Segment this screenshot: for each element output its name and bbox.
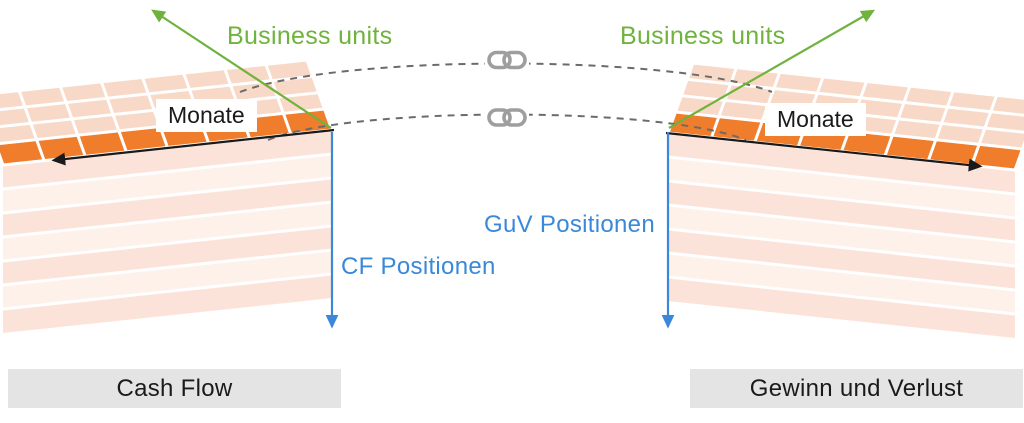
cash-flow-caption: Cash Flow <box>8 369 341 408</box>
monate-connector <box>267 113 747 141</box>
monate-axis-left <box>51 128 335 166</box>
guv-positionen-label: GuV Positionen <box>484 211 655 238</box>
business-units-connector <box>239 62 773 93</box>
chain-link-icon-bottom <box>485 106 529 128</box>
business-units-label-right: Business units <box>620 22 786 50</box>
business-units-axis-left <box>151 9 332 129</box>
business-units-label-left: Business units <box>227 22 393 50</box>
cf-positionen-label: CF Positionen <box>341 253 496 280</box>
business-units-axis-right <box>668 9 876 129</box>
monate-label-right: Monate <box>765 103 866 136</box>
monate-axis-right <box>665 131 983 172</box>
monate-label-left: Monate <box>156 99 257 132</box>
chain-link-icon-top <box>485 49 529 71</box>
gewinn-verlust-caption: Gewinn und Verlust <box>690 369 1023 408</box>
